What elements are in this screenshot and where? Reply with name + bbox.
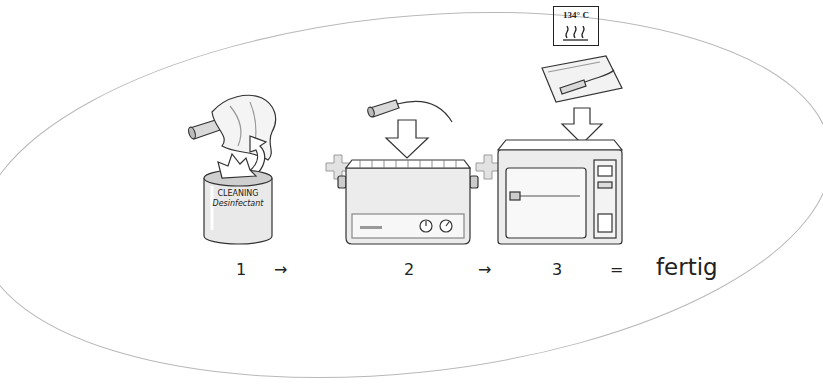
handpiece — [367, 100, 452, 122]
node-text: CLEANING — [217, 190, 258, 199]
autoclave — [498, 140, 622, 244]
step-number: 2 — [404, 262, 414, 278]
step-number: 1 — [236, 262, 246, 278]
down-arrow — [386, 120, 428, 158]
ultrasonic-bath — [338, 160, 478, 244]
plus-sign — [476, 155, 500, 179]
equals-sign: = — [610, 262, 623, 278]
canister-label: CLEANINGDesinfectant — [206, 190, 270, 230]
flow-arrow: → — [274, 262, 287, 278]
node-text: 134° C — [563, 11, 589, 21]
cleaning-canister — [204, 154, 272, 244]
node-text: Desinfectant — [213, 200, 264, 209]
step-number: 3 — [552, 262, 562, 278]
sterile-pouch — [542, 56, 622, 102]
steam-symbol — [563, 26, 588, 40]
temperature-box: 134° C — [553, 6, 599, 46]
flow-arrow: → — [478, 262, 491, 278]
down-arrow — [562, 108, 602, 144]
result-text: fertig — [656, 256, 718, 279]
